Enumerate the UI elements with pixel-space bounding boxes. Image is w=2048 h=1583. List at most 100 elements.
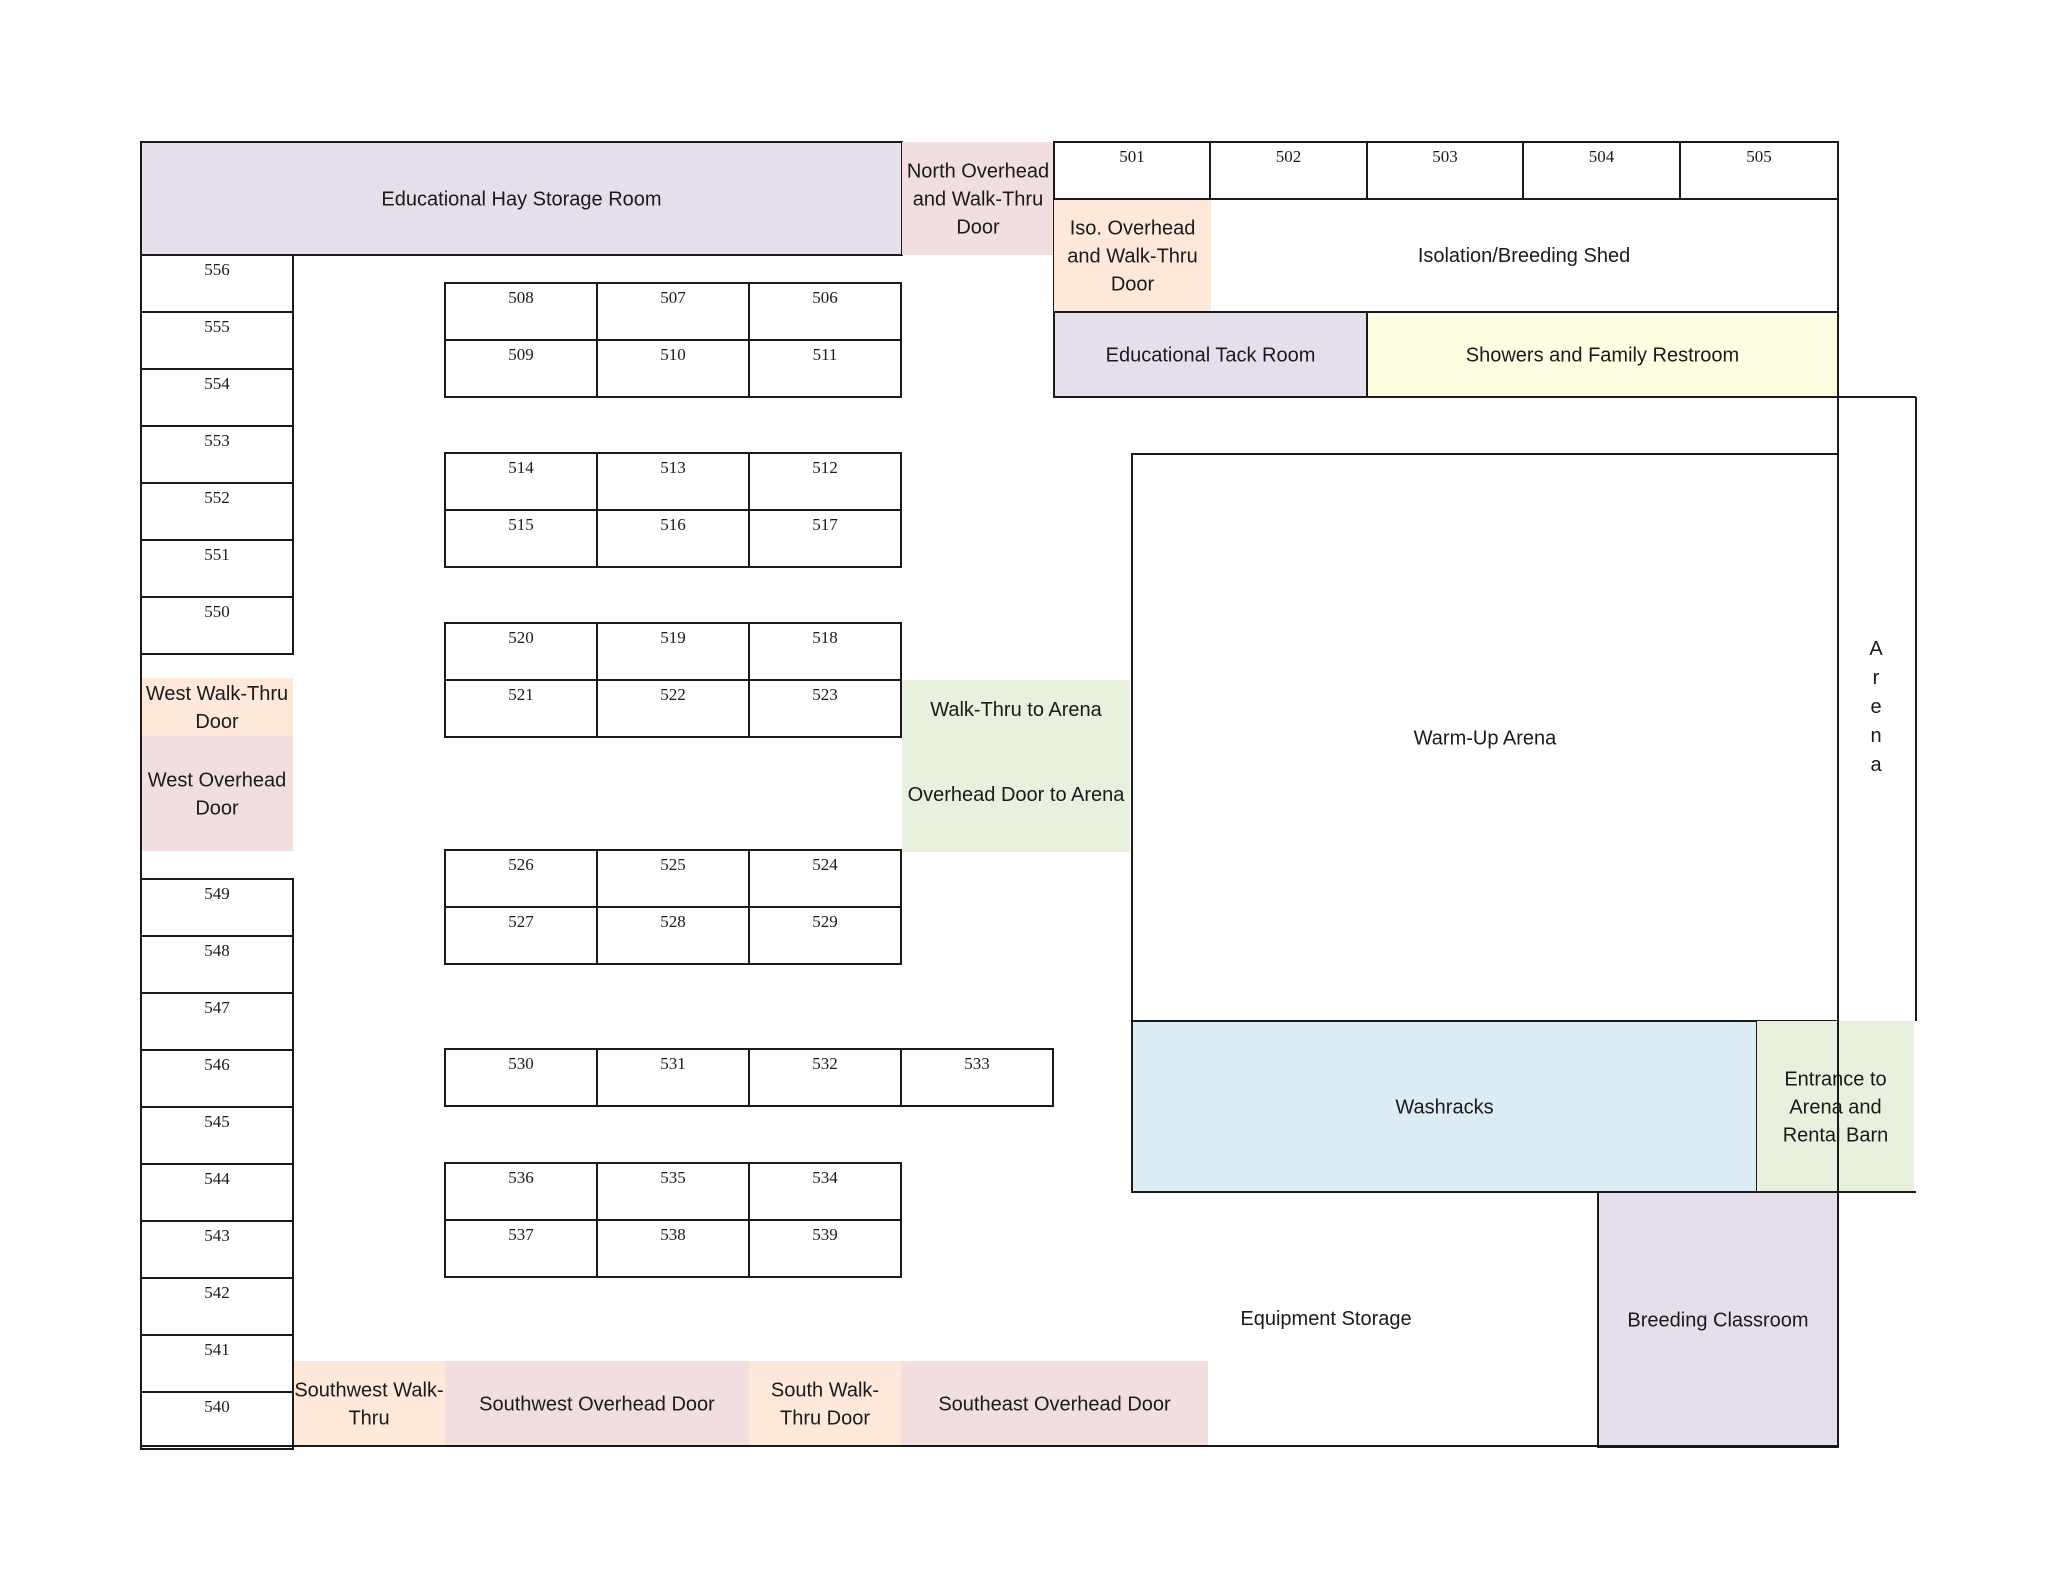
stall-516[interactable]: 516	[596, 509, 750, 568]
stall-539[interactable]: 539	[748, 1219, 902, 1278]
stall-556[interactable]: 556	[140, 254, 294, 313]
stall-number: 532	[812, 1054, 838, 1073]
stall-531[interactable]: 531	[596, 1048, 750, 1107]
stall-number: 556	[204, 260, 230, 279]
stall-542[interactable]: 542	[140, 1277, 294, 1336]
stall-number: 553	[204, 431, 230, 450]
stall-506[interactable]: 506	[748, 282, 902, 341]
stall-number: 502	[1276, 147, 1302, 166]
stall-518[interactable]: 518	[748, 622, 902, 681]
stall-504[interactable]: 504	[1522, 141, 1681, 200]
stall-549[interactable]: 549	[140, 878, 294, 937]
stall-number: 548	[204, 941, 230, 960]
educational-tack-room: Educational Tack Room	[1053, 311, 1368, 398]
stall-number: 511	[813, 345, 838, 364]
stall-number: 517	[812, 515, 838, 534]
stall-529[interactable]: 529	[748, 906, 902, 965]
stall-number: 514	[508, 458, 534, 477]
stall-521[interactable]: 521	[444, 679, 598, 738]
stall-544[interactable]: 544	[140, 1163, 294, 1222]
stall-541[interactable]: 541	[140, 1334, 294, 1393]
stall-526[interactable]: 526	[444, 849, 598, 908]
overhead-door-to-arena: Overhead Door to Arena	[902, 765, 1130, 823]
stall-number: 555	[204, 317, 230, 336]
stall-number: 544	[204, 1169, 230, 1188]
showers-family-restroom: Showers and Family Restroom	[1366, 311, 1839, 398]
stall-number: 516	[660, 515, 686, 534]
stall-number: 541	[204, 1340, 230, 1359]
stall-number: 535	[660, 1168, 686, 1187]
stall-536[interactable]: 536	[444, 1162, 598, 1221]
stall-number: 528	[660, 912, 686, 931]
stall-514[interactable]: 514	[444, 452, 598, 511]
stall-number: 521	[508, 685, 534, 704]
stall-532[interactable]: 532	[748, 1048, 902, 1107]
stall-511[interactable]: 511	[748, 339, 902, 398]
stall-513[interactable]: 513	[596, 452, 750, 511]
stall-number: 529	[812, 912, 838, 931]
stall-545[interactable]: 545	[140, 1106, 294, 1165]
southeast-overhead-door-label: Southeast Overhead Door	[938, 1394, 1171, 1416]
walk-thru-to-arena: Walk-Thru to Arena	[902, 680, 1130, 738]
stall-535[interactable]: 535	[596, 1162, 750, 1221]
stall-522[interactable]: 522	[596, 679, 750, 738]
svg-text:e: e	[1870, 696, 1881, 718]
stall-number: 509	[508, 345, 534, 364]
stall-number: 530	[508, 1054, 534, 1073]
south-walk-thru-door-label: South Walk-Thru Door	[771, 1380, 879, 1430]
stall-555[interactable]: 555	[140, 311, 294, 370]
stall-512[interactable]: 512	[748, 452, 902, 511]
stall-527[interactable]: 527	[444, 906, 598, 965]
stall-543[interactable]: 543	[140, 1220, 294, 1279]
stall-540[interactable]: 540	[140, 1391, 294, 1450]
stall-501[interactable]: 501	[1053, 141, 1211, 200]
stall-510[interactable]: 510	[596, 339, 750, 398]
stall-537[interactable]: 537	[444, 1219, 598, 1278]
stall-550[interactable]: 550	[140, 596, 294, 655]
washracks: Washracks	[1131, 1020, 1758, 1193]
stall-515[interactable]: 515	[444, 509, 598, 568]
stall-number: 550	[204, 602, 230, 621]
stall-number: 526	[508, 855, 534, 874]
stall-523[interactable]: 523	[748, 679, 902, 738]
svg-text:a: a	[1870, 754, 1882, 776]
stall-546[interactable]: 546	[140, 1049, 294, 1108]
stall-505[interactable]: 505	[1679, 141, 1839, 200]
stall-534[interactable]: 534	[748, 1162, 902, 1221]
stall-520[interactable]: 520	[444, 622, 598, 681]
stall-number: 510	[660, 345, 686, 364]
stall-number: 538	[660, 1225, 686, 1244]
hay-storage-room: Educational Hay Storage Room	[140, 141, 903, 256]
stall-547[interactable]: 547	[140, 992, 294, 1051]
stall-509[interactable]: 509	[444, 339, 598, 398]
stall-519[interactable]: 519	[596, 622, 750, 681]
stall-528[interactable]: 528	[596, 906, 750, 965]
stall-517[interactable]: 517	[748, 509, 902, 568]
stall-number: 549	[204, 884, 230, 903]
stall-524[interactable]: 524	[748, 849, 902, 908]
stall-554[interactable]: 554	[140, 368, 294, 427]
stall-number: 508	[508, 288, 534, 307]
stall-number: 543	[204, 1226, 230, 1245]
stall-552[interactable]: 552	[140, 482, 294, 541]
southeast-overhead-door: Southeast Overhead Door	[901, 1361, 1208, 1446]
stall-508[interactable]: 508	[444, 282, 598, 341]
stall-503[interactable]: 503	[1366, 141, 1524, 200]
stall-533[interactable]: 533	[900, 1048, 1054, 1107]
stall-538[interactable]: 538	[596, 1219, 750, 1278]
stall-553[interactable]: 553	[140, 425, 294, 484]
breeding-classroom: Breeding Classroom	[1597, 1191, 1839, 1448]
stall-507[interactable]: 507	[596, 282, 750, 341]
stall-525[interactable]: 525	[596, 849, 750, 908]
stall-548[interactable]: 548	[140, 935, 294, 994]
stall-number: 537	[508, 1225, 534, 1244]
stall-551[interactable]: 551	[140, 539, 294, 598]
stall-number: 520	[508, 628, 534, 647]
stall-530[interactable]: 530	[444, 1048, 598, 1107]
isolation-shed-label: Isolation/Breeding Shed	[1418, 245, 1630, 267]
stall-number: 546	[204, 1055, 230, 1074]
stall-502[interactable]: 502	[1209, 141, 1368, 200]
